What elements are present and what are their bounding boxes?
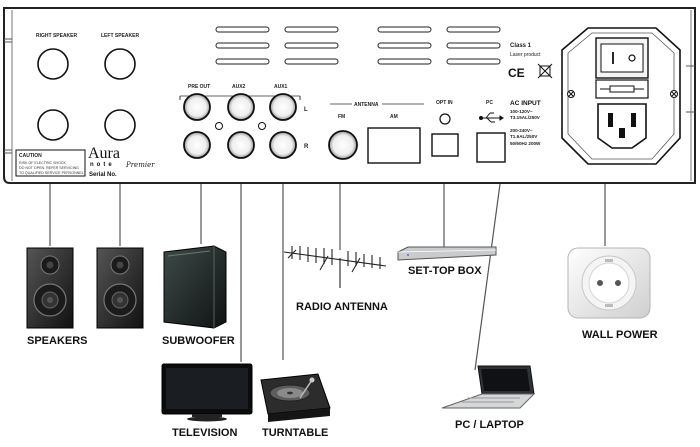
caution-line-2: DO NOT OPEN. REFER SERVICING [19,166,79,170]
television-device [161,363,253,422]
brand-script: Premier [125,161,155,169]
brand-sub: note [90,162,115,168]
switch-off-icon [628,54,636,62]
aux2-r-jack[interactable] [227,131,255,159]
pc-label: PC [486,100,493,106]
optical-input-port[interactable] [431,133,459,157]
ac-spec-1: 100-120V~ [510,109,533,114]
weee-bin-icon [537,63,553,79]
antenna-label: ANTENNA [354,102,379,108]
fm-antenna-jack[interactable] [328,130,358,160]
ac-spec-4: T1.6AL/250V [510,134,538,139]
radio-antenna-device [283,246,387,288]
am-antenna-terminal[interactable] [367,127,421,164]
right-speaker-label: RIGHT SPEAKER [36,33,78,39]
ac-spec-3: 200-240V~ [510,128,533,133]
speakers-label: SPEAKERS [27,335,88,347]
speakers-device [26,247,144,329]
radio-antenna-label: RADIO ANTENNA [296,301,388,313]
brand-logo: Aura note Premier Serial No. [88,145,155,178]
serial-number-label: Serial No. [89,172,117,178]
television-label: TELEVISION [172,427,237,439]
pre-out-label: PRE OUT [188,84,210,90]
pc-laptop-label: PC / LAPTOP [455,419,524,431]
power-inlet [561,27,681,165]
caution-line-1: RISK OF ELECTRIC SHOCK [19,161,67,165]
fm-label: FM [338,114,345,120]
ac-spec-2: T3.15AL/250V [510,115,541,120]
opt-in-label: OPT IN [436,100,453,106]
usb-icon [479,112,504,123]
vent-slots [215,26,501,65]
set-top-box-label: SET-TOP BOX [408,265,482,277]
aux1-r-jack[interactable] [269,131,297,159]
wall-socket-device [567,247,651,319]
pre-out-r-jack[interactable] [183,131,211,159]
antenna-block: ANTENNA FM AM [328,100,424,164]
caution-box: CAUTION RISK OF ELECTRIC SHOCK DO NOT OP… [15,149,86,177]
side-l-label: L [304,107,308,113]
rca-block: PRE OUT AUX2 AUX1 L R [179,84,309,159]
laser-label: Laser product [510,52,541,58]
subwoofer-device [163,245,227,329]
class-label: Class 1 [510,43,532,49]
iec-power-socket[interactable] [597,103,647,149]
wall-power-label: WALL POWER [582,329,658,341]
turntable-device [260,373,331,422]
side-r-label: R [304,144,309,150]
optical-indicator [439,113,451,125]
am-label: AM [390,114,398,120]
pre-out-l-jack[interactable] [183,93,211,121]
subwoofer-label: SUBWOOFER [162,335,235,347]
rear-panel: RIGHT SPEAKER LEFT SPEAKER CAUTION RISK … [3,7,696,184]
ce-mark: CE [508,66,525,80]
brand-name: Aura [88,145,120,162]
connection-wires [49,183,606,371]
laptop-device [441,365,536,409]
right-speaker-terminal-bottom[interactable] [37,109,69,141]
caution-title: CAUTION [19,153,42,159]
left-speaker-terminal-bottom[interactable] [104,109,136,141]
aux2-label: AUX2 [232,84,246,90]
aux1-label: AUX1 [274,84,288,90]
set-top-box-device [397,246,497,261]
aux2-l-jack[interactable] [227,93,255,121]
ac-spec-5: 50/60Hz 200W [510,141,541,146]
caution-line-3: TO QUALIFIED SERVICE PERSONNEL [19,171,84,175]
left-speaker-terminal-top[interactable] [104,48,136,80]
right-speaker-terminal-top[interactable] [37,48,69,80]
usb-pc-port[interactable] [476,132,506,163]
aux1-l-jack[interactable] [269,93,297,121]
ac-input-label: AC INPUT [510,100,541,107]
turntable-label: TURNTABLE [262,427,328,439]
left-speaker-label: LEFT SPEAKER [101,33,139,39]
